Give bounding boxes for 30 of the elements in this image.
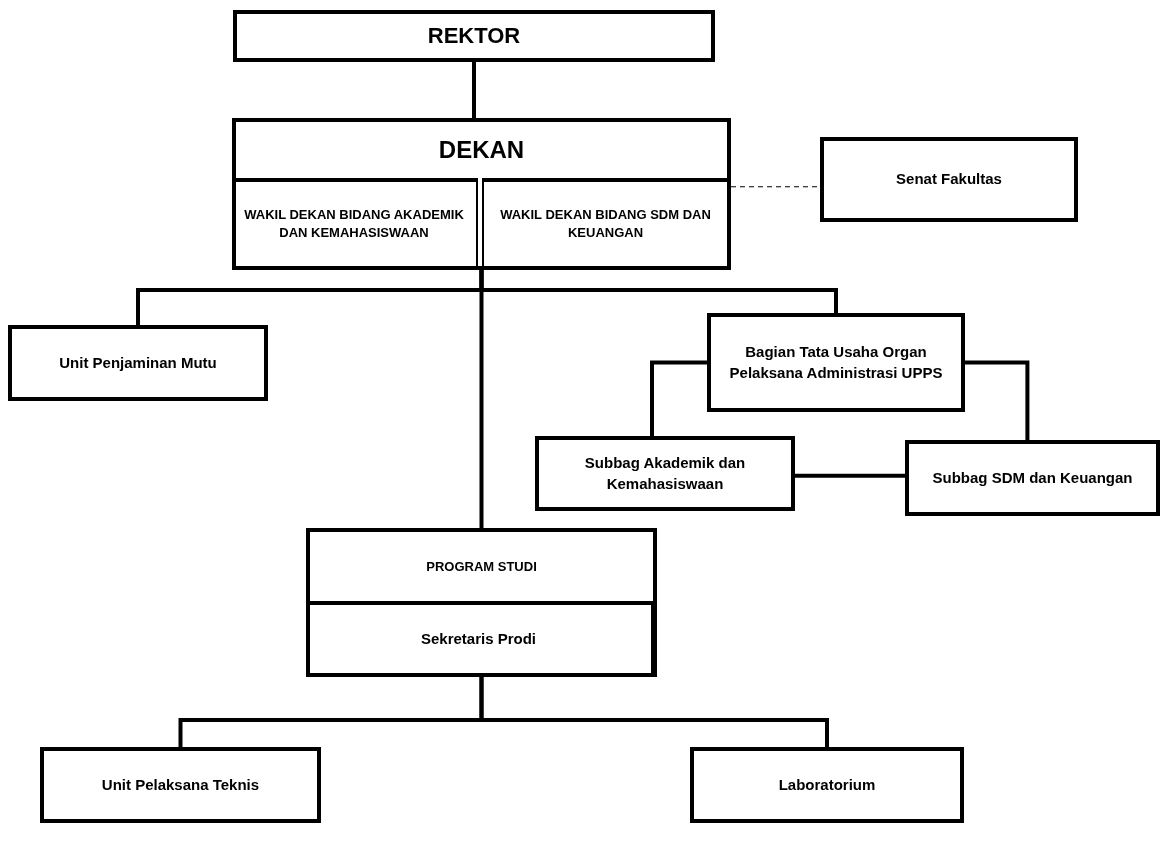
connector-line	[472, 62, 476, 118]
connector-line	[965, 360, 1030, 440]
connector-line	[479, 270, 484, 528]
connector-line	[650, 360, 707, 436]
unit-label: WAKIL DEKAN BIDANG SDM DAN KEUANGAN	[499, 206, 712, 242]
connector-line	[479, 677, 829, 747]
unit-title: PROGRAM STUDI	[426, 557, 537, 576]
unit-label: Subbag Akademik dan Kemahasiswaan	[583, 452, 747, 494]
unit-box	[707, 313, 965, 412]
unit-box	[535, 436, 795, 511]
unit-label: REKTOR	[427, 21, 521, 50]
unit-box	[905, 440, 1160, 516]
unit-label: Unit Pelaksana Teknis	[101, 774, 260, 795]
unit-box	[233, 10, 715, 62]
unit-label: Laboratorium	[778, 774, 876, 795]
connector-line	[795, 473, 905, 478]
unit-box	[40, 747, 321, 823]
unit-label: Bagian Tata Usaha Organ Pelaksana Administrasi UPPS	[728, 341, 944, 383]
unit-label: Senat Fakultas	[896, 169, 1002, 190]
unit-label: Sekretaris Prodi	[420, 628, 537, 649]
unit-box	[690, 747, 964, 823]
sub-unit-box	[482, 178, 727, 266]
unit-box	[8, 325, 268, 401]
unit-label: Unit Penjaminan Mutu	[59, 352, 217, 373]
unit-label: WAKIL DEKAN BIDANG AKADEMIK DAN KEMAHASISWAAN	[243, 206, 465, 242]
unit-label: Subbag SDM dan Keuangan	[932, 467, 1133, 488]
unit-box	[820, 137, 1078, 222]
unit-title: DEKAN	[438, 135, 525, 165]
unit-box	[232, 118, 731, 270]
unit-box	[306, 528, 657, 677]
